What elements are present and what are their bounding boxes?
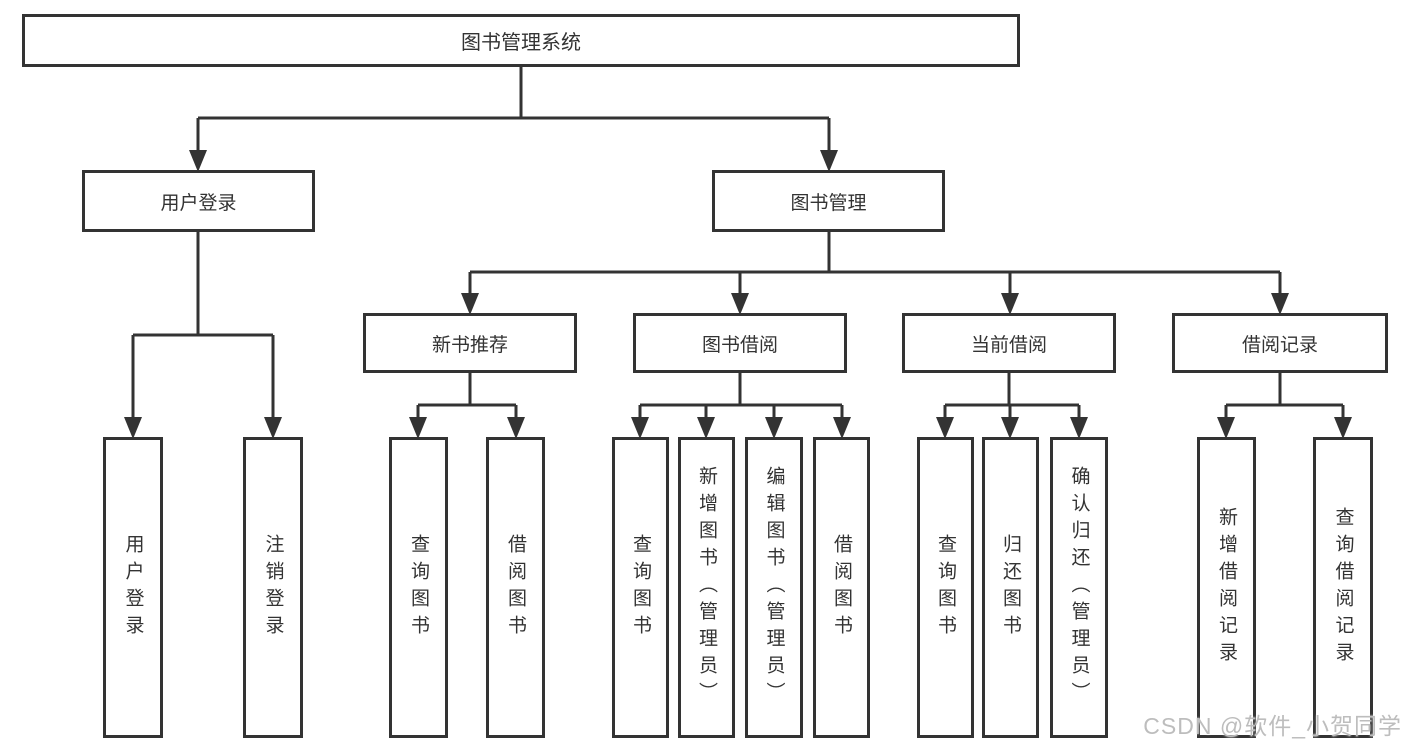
leaf-query-books-borrow: 查询图书 (612, 437, 669, 738)
arrow-down-icon (765, 417, 783, 439)
leaf-borrow-books-recommend-label: 借阅图书 (505, 533, 526, 642)
node-user-login: 用户登录 (82, 170, 315, 232)
arrow-down-icon (833, 417, 851, 439)
arrow-down-icon (461, 293, 479, 315)
leaf-query-borrow-record-label: 查询借阅记录 (1332, 506, 1354, 669)
arrow-down-icon (189, 150, 207, 172)
leaf-add-borrow-record-label: 新增借阅记录 (1216, 506, 1237, 669)
leaf-edit-books-admin-label: 编辑图书（管理员） (763, 466, 785, 709)
arrow-down-icon (124, 417, 142, 439)
node-user-login-label: 用户登录 (160, 192, 237, 214)
arrow-down-icon (631, 417, 649, 439)
node-book-management-label: 图书管理 (790, 192, 867, 214)
arrow-down-icon (264, 417, 282, 439)
arrow-down-icon (1070, 417, 1088, 439)
node-root-system: 图书管理系统 (22, 14, 1020, 67)
leaf-return-books: 归还图书 (982, 437, 1039, 738)
arrow-down-icon (697, 417, 715, 439)
arrow-down-icon (1334, 417, 1352, 439)
leaf-user-login-label: 用户登录 (122, 533, 144, 642)
node-borrow-records: 借阅记录 (1172, 313, 1388, 373)
node-new-book-recommend: 新书推荐 (363, 313, 577, 373)
leaf-confirm-return-admin-label: 确认归还（管理员） (1068, 466, 1090, 709)
leaf-user-login: 用户登录 (103, 437, 163, 738)
arrow-down-icon (1001, 293, 1019, 315)
arrow-down-icon (1001, 417, 1019, 439)
node-root-label: 图书管理系统 (461, 32, 581, 54)
leaf-return-books-label: 归还图书 (1000, 533, 1021, 642)
node-book-borrow-label: 图书借阅 (701, 334, 778, 356)
arrow-down-icon (936, 417, 954, 439)
leaf-borrow-books-label: 借阅图书 (831, 533, 852, 642)
watermark: CSDN @软件_小贺同学 (1143, 713, 1402, 739)
arrow-down-icon (409, 417, 427, 439)
arrow-down-icon (507, 417, 525, 439)
leaf-borrow-books: 借阅图书 (813, 437, 870, 738)
leaf-add-books-admin-label: 新增图书（管理员） (696, 466, 717, 709)
leaf-query-books-current-label: 查询图书 (935, 533, 956, 642)
leaf-query-books-current: 查询图书 (917, 437, 974, 738)
leaf-query-borrow-record: 查询借阅记录 (1313, 437, 1373, 738)
node-new-book-recommend-label: 新书推荐 (431, 334, 508, 356)
arrow-down-icon (1271, 293, 1289, 315)
leaf-confirm-return-admin: 确认归还（管理员） (1050, 437, 1108, 738)
leaf-add-borrow-record: 新增借阅记录 (1197, 437, 1256, 738)
leaf-add-books-admin: 新增图书（管理员） (678, 437, 735, 738)
leaf-logout: 注销登录 (243, 437, 303, 738)
leaf-query-books-recommend: 查询图书 (389, 437, 448, 738)
arrow-down-icon (731, 293, 749, 315)
arrow-down-icon (820, 150, 838, 172)
leaf-query-books-recommend-label: 查询图书 (408, 533, 429, 642)
arrow-down-icon (1217, 417, 1235, 439)
node-book-management: 图书管理 (712, 170, 945, 232)
leaf-logout-label: 注销登录 (262, 533, 284, 642)
node-borrow-records-label: 借阅记录 (1241, 334, 1318, 356)
node-current-borrow: 当前借阅 (902, 313, 1116, 373)
leaf-edit-books-admin: 编辑图书（管理员） (745, 437, 803, 738)
leaf-query-books-borrow-label: 查询图书 (630, 533, 651, 642)
leaf-borrow-books-recommend: 借阅图书 (486, 437, 545, 738)
node-current-borrow-label: 当前借阅 (970, 334, 1047, 356)
node-book-borrow: 图书借阅 (633, 313, 847, 373)
